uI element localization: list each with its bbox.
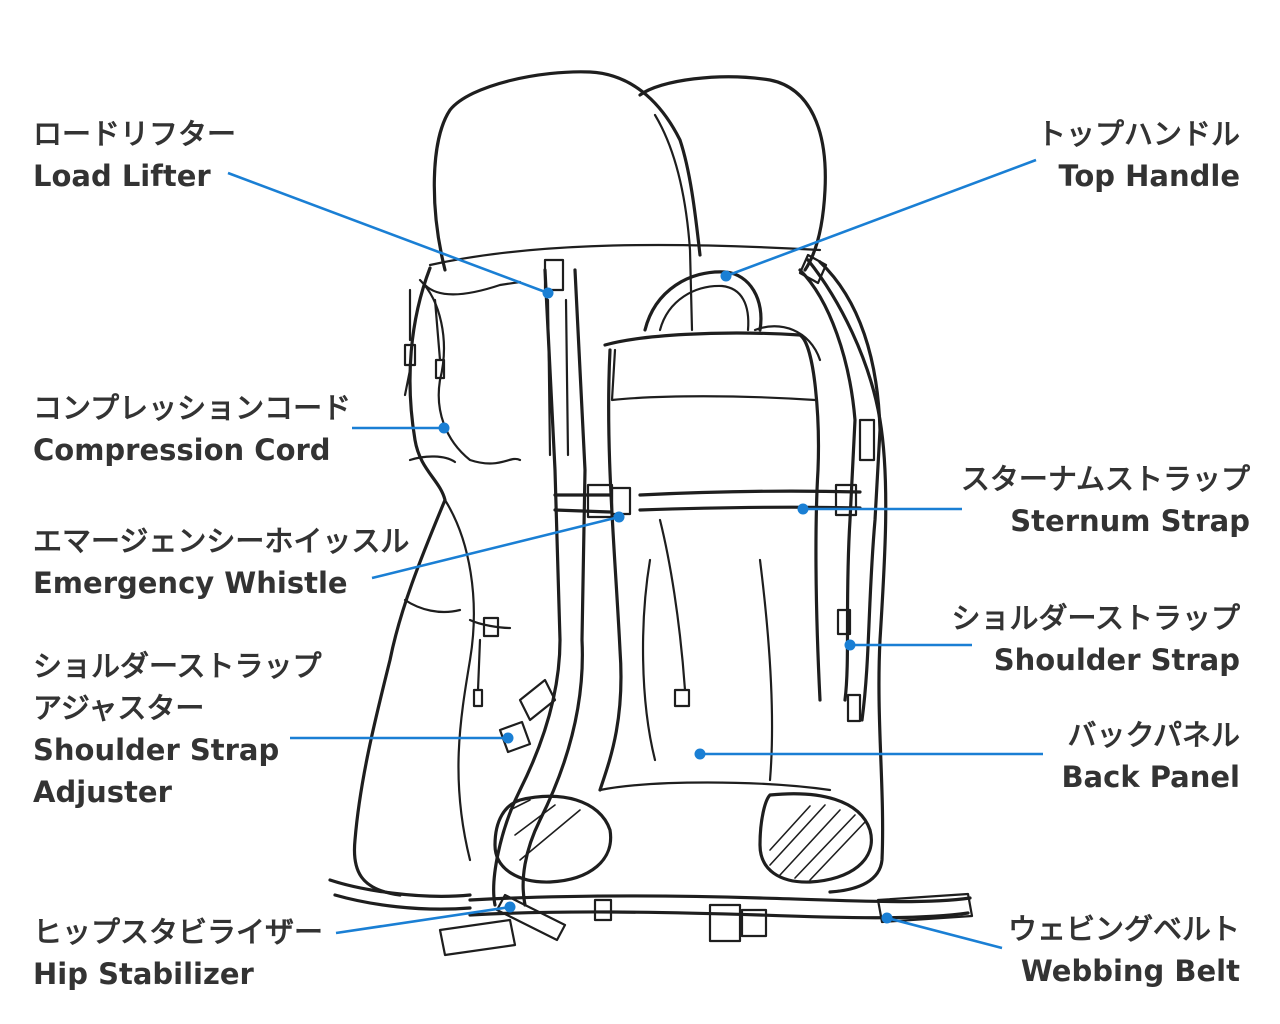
label-webbing-belt: ウェビングベルト Webbing Belt	[1008, 908, 1240, 992]
webbing-belt-leader-line	[886, 916, 1003, 950]
top-handle-leader-line	[725, 158, 1037, 278]
backpack-drawing	[328, 70, 974, 957]
label-emergency-whistle-en: Emergency Whistle	[33, 566, 348, 600]
label-compression-cord-en: Compression Cord	[33, 433, 331, 467]
label-sternum-strap-ja: スターナムストラップ	[960, 462, 1250, 496]
label-back-panel-ja: バックパネル	[1067, 718, 1240, 752]
label-hip-stabilizer-ja: ヒップスタビライザー	[33, 915, 324, 949]
emergency-whistle-leader	[371, 511, 625, 580]
load-lifter-leader-line	[227, 171, 549, 295]
label-load-lifter-ja: ロードリフター	[33, 117, 237, 151]
label-sternum-strap: スターナムストラップ Sternum Strap	[961, 458, 1250, 542]
emergency-whistle-dot	[613, 511, 625, 523]
webbing-belt-leader	[881, 912, 1003, 950]
label-hip-stabilizer-en: Hip Stabilizer	[33, 957, 254, 991]
label-webbing-belt-ja: ウェビングベルト	[1007, 912, 1240, 946]
shoulder-strap-leader	[844, 639, 972, 651]
hip-stabilizer-dot	[504, 901, 516, 913]
top-handle-leader	[720, 158, 1037, 282]
shoulder-strap-adjuster-leader	[290, 732, 514, 744]
shoulder-strap-dot	[844, 639, 856, 651]
label-shoulder-strap-adjuster: ショルダーストラップ アジャスター Shoulder Strap Adjuste…	[33, 645, 322, 813]
label-load-lifter: ロードリフター Load Lifter	[33, 113, 236, 197]
hip-stabilizer-leader	[335, 901, 516, 935]
label-back-panel: バックパネル Back Panel	[1061, 714, 1240, 798]
label-top-handle-ja: トップハンドル	[1036, 117, 1240, 151]
compression-cord-leader	[352, 422, 450, 434]
label-shoulder-strap-ja: ショルダーストラップ	[951, 601, 1240, 635]
label-shoulder-strap-adjuster-ja2: アジャスター	[33, 691, 205, 725]
leader-lines	[227, 158, 1043, 950]
back-panel-leader	[694, 748, 1043, 760]
shoulder-strap-adjuster-dot	[502, 732, 514, 744]
label-back-panel-en: Back Panel	[1061, 760, 1240, 794]
label-top-handle: トップハンドル Top Handle	[1037, 113, 1240, 197]
label-emergency-whistle-ja: エマージェンシーホイッスル	[33, 524, 410, 558]
top-handle-dot	[720, 270, 732, 282]
sternum-strap-leader	[797, 503, 962, 515]
label-emergency-whistle: エマージェンシーホイッスル Emergency Whistle	[33, 520, 409, 604]
label-shoulder-strap-adjuster-en1: Shoulder Strap	[33, 733, 280, 767]
label-compression-cord-ja: コンプレッションコード	[33, 391, 352, 425]
label-compression-cord: コンプレッションコード Compression Cord	[33, 387, 351, 471]
label-shoulder-strap-en: Shoulder Strap	[993, 643, 1240, 677]
sternum-strap-dot	[797, 503, 809, 515]
label-load-lifter-en: Load Lifter	[33, 159, 211, 193]
compression-cord-dot	[438, 422, 450, 434]
webbing-belt-dot	[881, 912, 893, 924]
label-top-handle-en: Top Handle	[1058, 159, 1240, 193]
label-shoulder-strap-adjuster-ja1: ショルダーストラップ	[33, 649, 322, 683]
load-lifter-leader	[227, 171, 554, 299]
load-lifter-dot	[542, 287, 554, 299]
emergency-whistle-leader-line	[371, 515, 620, 580]
back-panel-dot	[694, 748, 706, 760]
label-sternum-strap-en: Sternum Strap	[1010, 504, 1250, 538]
label-shoulder-strap: ショルダーストラップ Shoulder Strap	[951, 597, 1240, 681]
label-shoulder-strap-adjuster-en2: Adjuster	[33, 775, 172, 809]
label-webbing-belt-en: Webbing Belt	[1020, 954, 1240, 988]
hip-stabilizer-leader-line	[335, 905, 511, 935]
label-hip-stabilizer: ヒップスタビライザー Hip Stabilizer	[33, 911, 323, 995]
